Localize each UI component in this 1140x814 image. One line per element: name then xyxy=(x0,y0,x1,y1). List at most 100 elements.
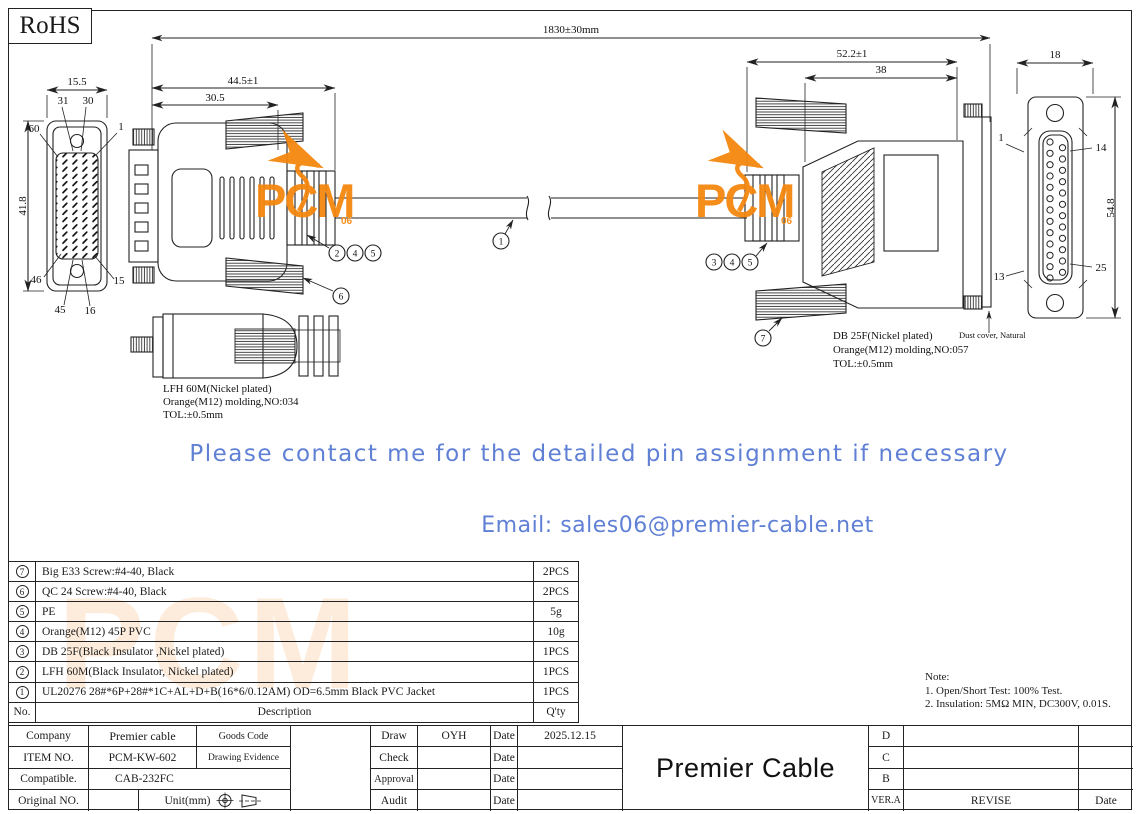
callout-4b: 4 xyxy=(730,259,735,269)
svg-text:52.2±1: 52.2±1 xyxy=(837,48,868,60)
db25-label: DB 25F(Nickel plated) xyxy=(833,330,933,342)
rohs-badge: RoHS xyxy=(8,8,92,44)
version-label: VER.A xyxy=(869,790,904,811)
callouts: 2 4 5 6 1 3 4 5 7 xyxy=(302,219,783,347)
connector-labels: LFH 60M(Nickel plated) Orange(M12) moldi… xyxy=(163,330,969,421)
unit-cell: Unit(mm) xyxy=(139,790,291,811)
table-row: 1 UL20276 28#*6P+28#*1C+AL+D+B(16*6/0.12… xyxy=(9,682,578,703)
note-block: Note: 1. Open/Short Test: 100% Test. 2. … xyxy=(925,671,1111,710)
revise-label: REVISE xyxy=(904,790,1079,811)
item-number-badge: 4 xyxy=(15,625,29,639)
check-value xyxy=(418,747,491,769)
svg-text:Orange(M12) molding,NO:034: Orange(M12) molding,NO:034 xyxy=(163,396,299,408)
cable-break-mark xyxy=(525,195,530,221)
db25-pin-1: 1 xyxy=(998,132,1004,144)
rev-row-b: B xyxy=(869,769,904,790)
bom-header-row: No. Description Q'ty xyxy=(9,702,578,723)
db25-side-view: 52.2±1 38 Dust cover, Natural xyxy=(744,48,1026,340)
date-label: Date xyxy=(491,747,518,769)
company-label: Company xyxy=(9,726,89,747)
item-number-badge: 3 xyxy=(15,645,29,659)
db25-top-wire-bundle xyxy=(755,97,847,134)
lfh-pin-46: 46 xyxy=(31,274,43,286)
callout-4: 4 xyxy=(353,250,358,260)
svg-text:30.5: 30.5 xyxy=(205,92,225,104)
svg-text:TOL:±0.5mm: TOL:±0.5mm xyxy=(163,409,224,421)
lfh-pin-16: 16 xyxy=(85,305,97,317)
third-angle-projection-icon xyxy=(216,792,233,809)
original-no-label: Original NO. xyxy=(9,790,89,811)
approval-date xyxy=(518,769,623,790)
db25-grip-hatch xyxy=(821,147,875,277)
table-row: 3 DB 25F(Black Insulator ,Nickel plated)… xyxy=(9,642,578,663)
svg-text:1830±30mm: 1830±30mm xyxy=(543,24,600,36)
lfh-top-view xyxy=(130,313,341,379)
svg-text:06: 06 xyxy=(341,216,353,227)
svg-text:41.8: 41.8 xyxy=(17,196,29,216)
svg-text:TOL:±0.5mm: TOL:±0.5mm xyxy=(833,358,894,370)
cable-run xyxy=(335,195,747,221)
pcm-logo-left: PCM 06 xyxy=(255,129,355,227)
db25-pin-25: 25 xyxy=(1096,262,1108,274)
table-row: 4 Orange(M12) 45P PVC 10g xyxy=(9,622,578,643)
callout-5: 5 xyxy=(371,250,376,260)
lfh-pin-15: 15 xyxy=(114,275,126,287)
lfh-pin-30: 30 xyxy=(83,95,95,107)
audit-date xyxy=(518,790,623,811)
rev-row-c: C xyxy=(869,747,904,769)
item-no-label: ITEM NO. xyxy=(9,747,89,769)
approval-label: Approval xyxy=(371,769,418,790)
db25-pin-holes xyxy=(1046,138,1067,282)
audit-value xyxy=(418,790,491,811)
draw-value: OYH xyxy=(418,726,491,747)
date-label: Date xyxy=(491,726,518,747)
lfh-label: LFH 60M(Nickel plated) xyxy=(163,383,272,395)
item-number-badge: 6 xyxy=(15,585,29,599)
drawing-evidence-label: Drawing Evidence xyxy=(197,747,291,769)
compatible-label: Compatible. xyxy=(9,769,89,790)
item-number-badge: 5 xyxy=(15,605,29,619)
item-no-value: PCM-KW-602 xyxy=(89,747,197,769)
pcm-watermark: PCM xyxy=(58,570,362,716)
pcm-logo-right: PCM 06 xyxy=(695,129,795,227)
compatible-value: CAB-232FC xyxy=(89,769,291,790)
lfh-face-view: 15.5 41.8 31 30 60 1 46 15 45 16 xyxy=(17,76,125,317)
contact-note: Please contact me for the detailed pin a… xyxy=(189,441,1009,467)
rev-row-d: D xyxy=(869,726,904,747)
cable-assembly-drawing: 1830±30mm 15.5 41.8 xyxy=(17,24,1121,421)
callout-1: 1 xyxy=(499,238,504,248)
audit-label: Audit xyxy=(371,790,418,811)
logo-swoosh-icon xyxy=(267,129,324,213)
table-row: 5 PE 5g xyxy=(9,602,578,623)
date-label: Date xyxy=(491,769,518,790)
bom-table: 7 Big E33 Screw:#4-40, Black 2PCS 6 QC 2… xyxy=(8,561,579,723)
approval-value xyxy=(418,769,491,790)
lfh-top-wire-bundle xyxy=(225,112,304,150)
callout-3: 3 xyxy=(712,259,717,269)
svg-text:44.5±1: 44.5±1 xyxy=(228,75,259,87)
lfh-pin-45: 45 xyxy=(55,304,67,316)
table-row: 7 Big E33 Screw:#4-40, Black 2PCS xyxy=(9,562,578,583)
db25-bottom-wire-bundle xyxy=(755,283,847,321)
db25-face-view: 18 54.8 1 13 14 25 xyxy=(994,49,1121,319)
callout-2: 2 xyxy=(335,250,340,260)
lfh-pin-31: 31 xyxy=(58,95,69,107)
cone-projection-icon xyxy=(238,793,263,808)
goods-code-value xyxy=(291,726,371,811)
draw-label: Draw xyxy=(371,726,418,747)
original-no-value xyxy=(89,790,139,811)
svg-text:18: 18 xyxy=(1050,49,1062,61)
svg-text:Orange(M12) molding,NO:057: Orange(M12) molding,NO:057 xyxy=(833,344,969,356)
callout-6: 6 xyxy=(339,293,344,303)
svg-text:15.5: 15.5 xyxy=(67,76,87,88)
revise-date-label: Date xyxy=(1095,794,1117,807)
title-block: Company Premier cable Goods Code Draw OY… xyxy=(8,725,1133,811)
draw-date: 2025.12.15 xyxy=(518,726,623,747)
db25-pin-14: 14 xyxy=(1096,142,1108,154)
check-label: Check xyxy=(371,747,418,769)
callout-7: 7 xyxy=(761,335,766,345)
dust-cover-label: Dust cover, Natural xyxy=(959,330,1026,340)
table-row: 2 LFH 60M(Black Insulator, Nickel plated… xyxy=(9,662,578,683)
cable-break-mark xyxy=(547,195,552,221)
